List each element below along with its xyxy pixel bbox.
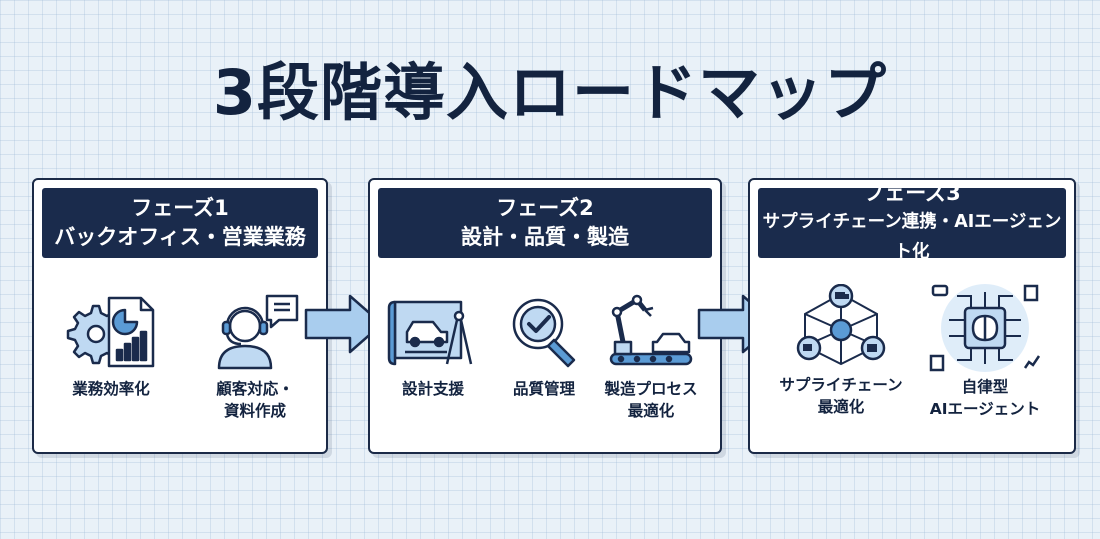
phase-2-item-3: 製造プロセス 最適化 — [576, 292, 726, 422]
phase-2-title: フェーズ2 — [496, 196, 594, 220]
phase-3-item-2: 自律型 AIエージェント — [910, 280, 1060, 420]
gear-document-chart-icon — [66, 296, 155, 368]
phase-1-subtitle: バックオフィス・営業業務 — [54, 225, 306, 249]
phase-3-card: フェーズ3 サプライチェーン連携・AIエージェント化 サプライチェーン 最適化 — [748, 178, 1076, 454]
phase-2-item-2: 品質管理 — [469, 292, 619, 400]
ai-brain-chip-icon — [929, 284, 1041, 372]
supply-network-icon — [796, 284, 886, 366]
phase-1-item-2-label: 顧客対応・ 資料作成 — [216, 380, 294, 420]
phase-2-card: フェーズ2 設計・品質・製造 設計支援 — [368, 178, 722, 454]
phase-1-card: フェーズ1 バックオフィス・営業業務 業務効率化 — [32, 178, 328, 454]
phase-2-item-3-label: 製造プロセス 最適化 — [604, 380, 698, 420]
magnifier-check-icon — [512, 298, 576, 368]
robot-arm-conveyor-icon — [609, 294, 693, 366]
phase-2-item-2-label: 品質管理 — [512, 380, 575, 398]
phase-1-title: フェーズ1 — [131, 196, 229, 220]
phase-3-item-1: サプライチェーン 最適化 — [766, 284, 916, 418]
phase-1-item-2: 顧客対応・ 資料作成 — [180, 292, 330, 422]
phase-3-subtitle: サプライチェーン連携・AIエージェント化 — [762, 212, 1062, 262]
blueprint-car-compass-icon — [387, 300, 473, 366]
phase-2-header: フェーズ2 設計・品質・製造 — [378, 188, 712, 258]
phase-1-item-1: 業務効率化 — [36, 292, 186, 400]
page-title: 3段階導入ロードマップ — [212, 56, 888, 129]
operator-headset-icon — [217, 294, 299, 370]
phase-3-title: フェーズ3 — [863, 181, 961, 205]
phase-1-item-1-label: 業務効率化 — [72, 380, 150, 398]
phase-1-header: フェーズ1 バックオフィス・営業業務 — [42, 188, 318, 258]
phase-3-item-1-label: サプライチェーン 最適化 — [779, 376, 903, 416]
phase-2-item-1-label: 設計支援 — [401, 380, 464, 398]
phase-2-subtitle: 設計・品質・製造 — [461, 225, 629, 249]
phase-2-item-1: 設計支援 — [358, 292, 508, 400]
phase-3-item-2-label: 自律型 AIエージェント — [929, 378, 1041, 418]
phase-3-header: フェーズ3 サプライチェーン連携・AIエージェント化 — [758, 181, 1066, 262]
arrow-right-icon — [304, 294, 384, 354]
